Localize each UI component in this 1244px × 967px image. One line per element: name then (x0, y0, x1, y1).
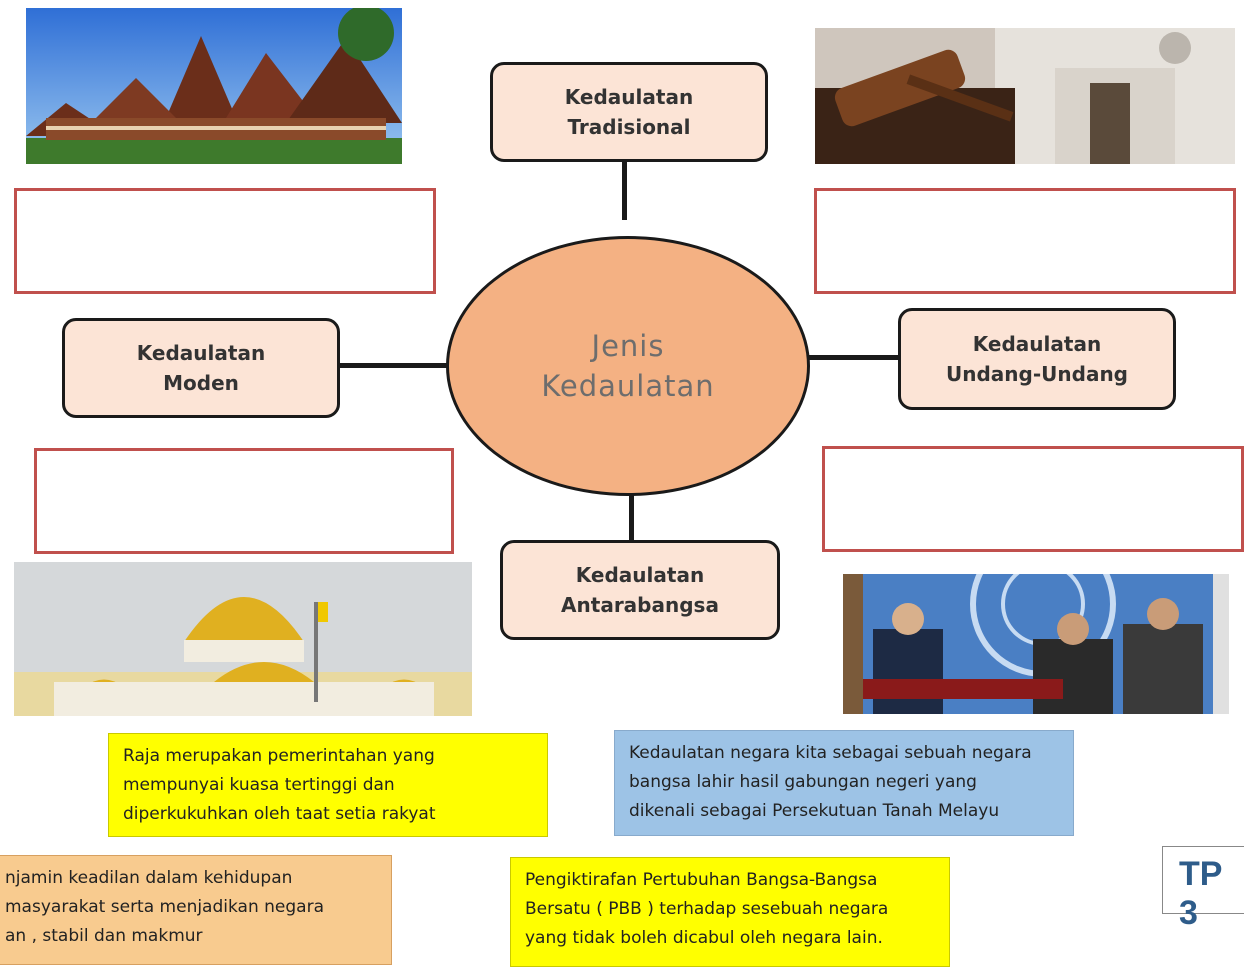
connector-right (806, 355, 902, 360)
answer-box-top-left[interactable] (14, 188, 436, 294)
traditional-palace-photo (26, 8, 402, 164)
note-raja[interactable]: Raja merupakan pemerintahan yang mempuny… (108, 733, 548, 837)
note-keadilan[interactable]: njamin keadilan dalam kehidupan masyarak… (0, 855, 392, 965)
type-box-undang-undang: Kedaulatan Undang-Undang (898, 308, 1176, 410)
answer-box-bottom-right[interactable] (822, 446, 1244, 552)
connector-top (622, 160, 627, 220)
type-box-moden: Kedaulatan Moden (62, 318, 340, 418)
center-circle: Jenis Kedaulatan (446, 236, 810, 496)
answer-box-bottom-left[interactable] (34, 448, 454, 554)
note-negara-bangsa[interactable]: Kedaulatan negara kita sebagai sebuah ne… (614, 730, 1074, 836)
gavel-court-photo (815, 28, 1235, 164)
connector-bottom (629, 490, 634, 544)
golden-dome-palace-photo (14, 562, 472, 716)
un-signing-ceremony-photo (843, 574, 1229, 714)
tp-level-label: TP 3 (1162, 846, 1244, 932)
type-box-antarabangsa: Kedaulatan Antarabangsa (500, 540, 780, 640)
answer-box-top-right[interactable] (814, 188, 1236, 294)
connector-left (338, 363, 450, 368)
note-pbb[interactable]: Pengiktirafan Pertubuhan Bangsa-Bangsa B… (510, 857, 950, 967)
type-box-tradisional: Kedaulatan Tradisional (490, 62, 768, 162)
